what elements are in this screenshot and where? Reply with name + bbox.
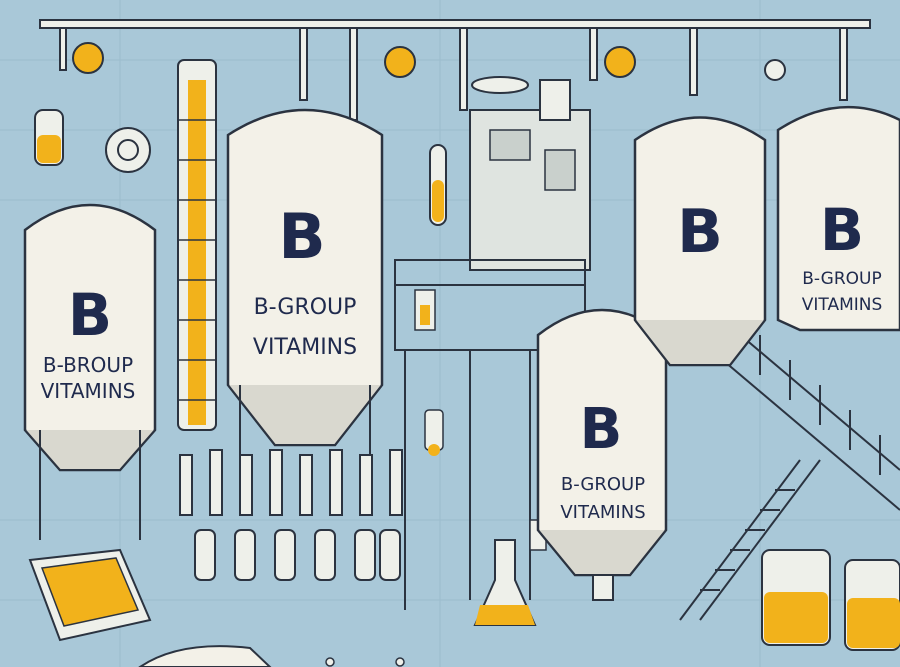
control-panel bbox=[28, 548, 152, 642]
tank-2-label-line2: VITAMINS bbox=[253, 335, 357, 360]
valve-row bbox=[179, 449, 403, 581]
tank-4: B bbox=[633, 116, 767, 367]
beaker-1 bbox=[761, 549, 831, 646]
tank-2-label-line1: B-GROUP bbox=[254, 295, 357, 320]
tank-1-label-line1: B-BROUP bbox=[43, 353, 133, 377]
gear-gauge bbox=[105, 127, 151, 173]
tank-1: B B-BROUP VITAMINS bbox=[23, 203, 157, 540]
test-tube bbox=[429, 144, 447, 226]
tank-5-label-line1: B-GROUP bbox=[802, 269, 881, 289]
tank-5: B B-GROUP VITAMINS bbox=[776, 105, 900, 332]
tank-1-label-line2: VITAMINS bbox=[41, 379, 136, 403]
tank-3-letter: B bbox=[580, 397, 623, 462]
tank-4-letter: B bbox=[677, 197, 723, 267]
tank-1-letter: B bbox=[68, 281, 112, 349]
erlenmeyer-flask bbox=[473, 539, 537, 626]
tank-3-label-line2: VITAMINS bbox=[560, 502, 645, 523]
tank-5-letter: B bbox=[820, 196, 864, 264]
floor-objects bbox=[138, 645, 405, 667]
tank-2-letter: B bbox=[278, 200, 325, 273]
tank-2: B B-GROUP VITAMINS bbox=[226, 108, 384, 500]
distillation-column bbox=[177, 59, 217, 431]
tank-5-label-line2: VITAMINS bbox=[802, 295, 883, 315]
tank-3-label-line1: B-GROUP bbox=[561, 474, 645, 495]
left-flask bbox=[34, 109, 64, 166]
tank-3: B B-GROUP VITAMINS bbox=[536, 308, 668, 601]
central-machinery bbox=[394, 76, 591, 610]
beaker-2 bbox=[844, 559, 900, 651]
top-pipes bbox=[39, 19, 871, 121]
